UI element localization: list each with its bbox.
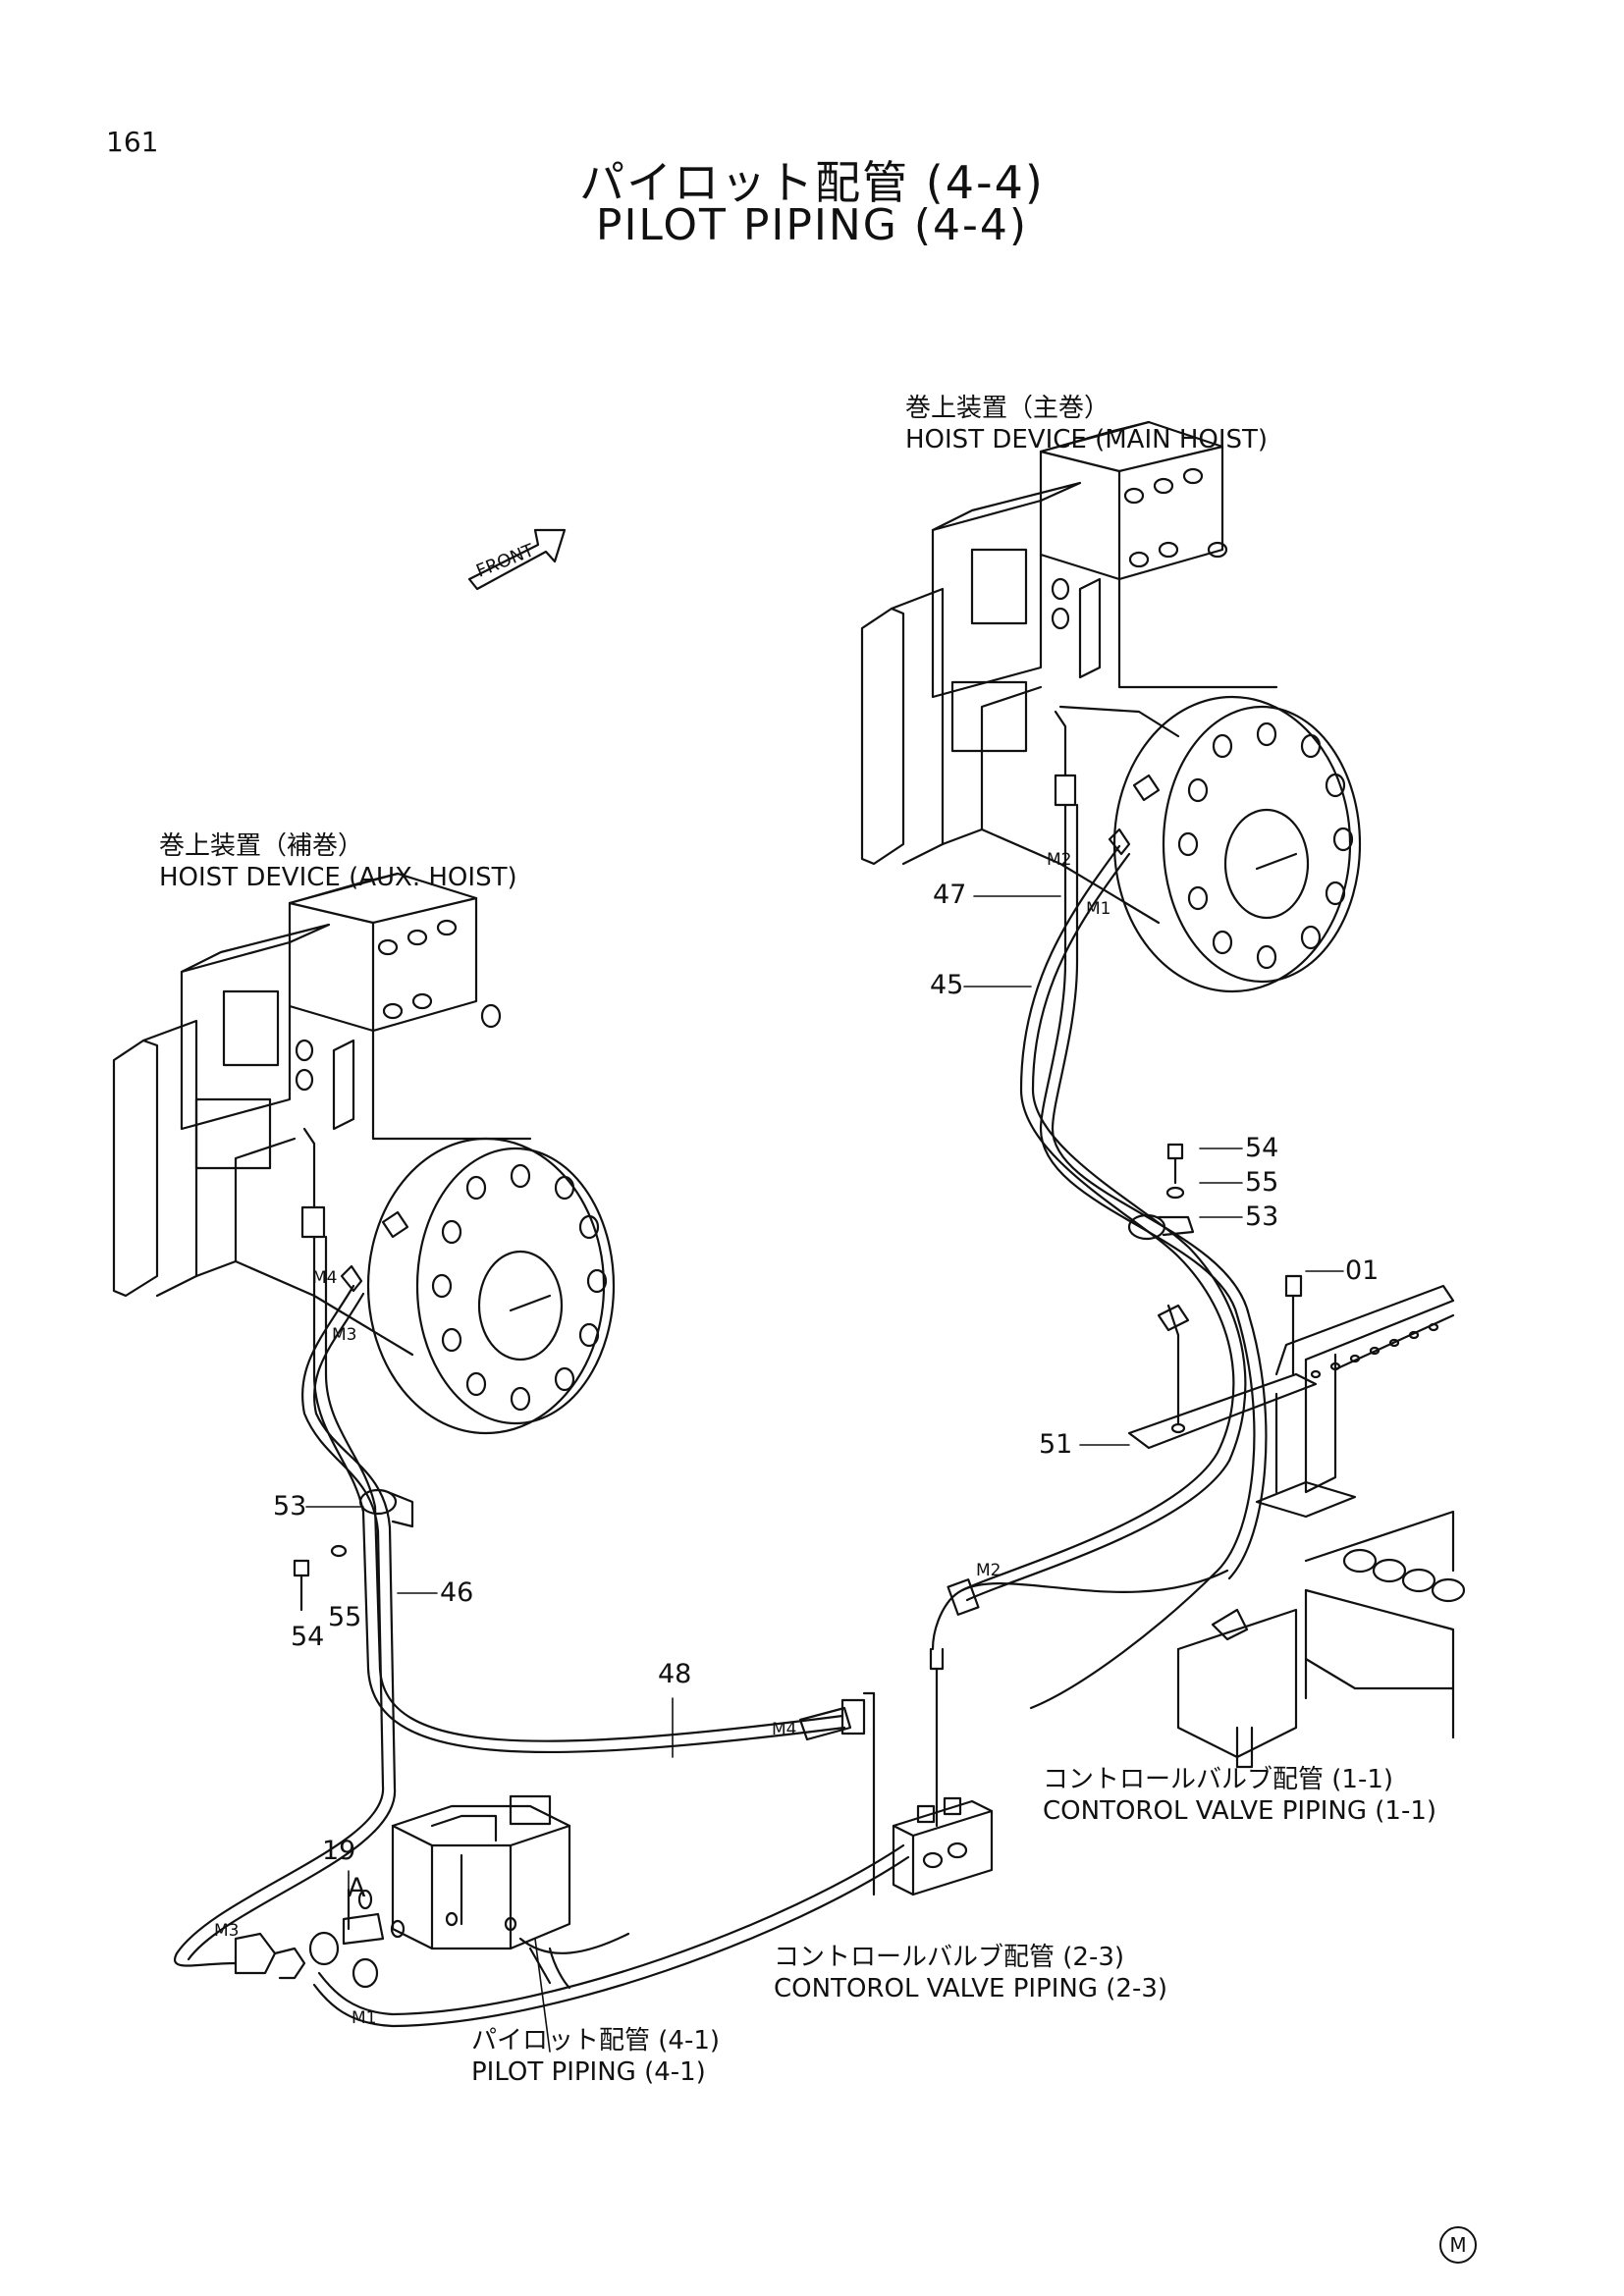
port-label-m4-mid: M4 xyxy=(772,1720,797,1739)
part-number-54-aux: 54 xyxy=(291,1622,325,1652)
part-number-55-main: 55 xyxy=(1245,1167,1279,1198)
leader-lines xyxy=(305,895,1344,2053)
pilot-piping-4-1-label-jp: パイロット配管 (4-1) xyxy=(471,2026,721,2056)
pilot-piping-4-1-label: パイロット配管 (4-1) PILOT PIPING (4-1) xyxy=(471,2025,720,2088)
control-valve-2-3-label: コントロールバルブ配管 (2-3) CONTOROL VALVE PIPING … xyxy=(774,1942,1167,2004)
main-hoist-hoses xyxy=(960,803,1268,1710)
port-label-m1-bottom: M1 xyxy=(352,2008,377,2028)
control-valve-1-1-label-en: CONTOROL VALVE PIPING (1-1) xyxy=(1043,1796,1437,1826)
page-number: 161 xyxy=(106,126,159,158)
part-number-53-main: 53 xyxy=(1245,1201,1279,1232)
aux-hoist-label: 巻上装置（補巻） HOIST DEVICE (AUX. HOIST) xyxy=(159,830,517,893)
bracket-51 xyxy=(1127,1274,1455,1519)
part-number-01: 01 xyxy=(1345,1255,1380,1286)
view-label-a: A xyxy=(348,1873,366,1903)
main-hoist-device xyxy=(860,420,1362,993)
control-valve-2-3-label-jp: コントロールバルブ配管 (2-3) xyxy=(774,1943,1125,1972)
part-number-46: 46 xyxy=(440,1577,474,1608)
title-english: PILOT PIPING (4-4) xyxy=(595,200,1029,250)
part-number-19: 19 xyxy=(322,1836,356,1866)
port-label-m3-bottom: M3 xyxy=(214,1921,240,1941)
control-valve-2-3 xyxy=(862,1691,994,1896)
part-number-54-main: 54 xyxy=(1245,1133,1279,1163)
port-label-m2-top: M2 xyxy=(1047,850,1072,870)
control-valve-1-1-label: コントロールバルブ配管 (1-1) CONTOROL VALVE PIPING … xyxy=(1043,1764,1436,1827)
aux-hoist-label-jp: 巻上装置（補巻） xyxy=(159,831,364,861)
pilot-valve-block xyxy=(342,1794,630,1990)
pilot-piping-4-1-label-en: PILOT PIPING (4-1) xyxy=(471,2057,706,2087)
part-number-51: 51 xyxy=(1039,1429,1073,1460)
title-japanese: パイロット配管 (4-4) xyxy=(579,156,1045,209)
part-number-55-aux: 55 xyxy=(328,1602,362,1632)
port-label-m1-top: M1 xyxy=(1086,899,1111,919)
mid-hose-m2 xyxy=(929,1569,1229,1828)
port-label-m4-left: M4 xyxy=(312,1268,338,1288)
control-valve-1-1 xyxy=(1176,1510,1466,1769)
corner-mark: M xyxy=(1439,2226,1477,2264)
main-hoist-label-en: HOIST DEVICE (MAIN HOIST) xyxy=(905,425,1269,454)
aux-hoist-device xyxy=(112,872,616,1435)
port-label-m2-mid: M2 xyxy=(976,1561,1001,1580)
control-valve-2-3-label-en: CONTOROL VALVE PIPING (2-3) xyxy=(774,1974,1168,2003)
aux-hoist-hoses xyxy=(174,1235,910,2028)
part-number-53-aux: 53 xyxy=(273,1491,307,1522)
main-hoist-label-jp: 巻上装置（主巻） xyxy=(905,394,1110,423)
control-valve-1-1-label-jp: コントロールバルブ配管 (1-1) xyxy=(1043,1765,1394,1794)
front-arrow-icon xyxy=(467,528,567,591)
aux-hoist-label-en: HOIST DEVICE (AUX. HOIST) xyxy=(159,863,517,892)
part-number-45: 45 xyxy=(930,970,964,1000)
part-number-47: 47 xyxy=(933,880,967,910)
main-hoist-label: 巻上装置（主巻） HOIST DEVICE (MAIN HOIST) xyxy=(905,393,1268,455)
part-number-48: 48 xyxy=(658,1659,692,1689)
port-label-m3-left: M3 xyxy=(332,1325,357,1345)
